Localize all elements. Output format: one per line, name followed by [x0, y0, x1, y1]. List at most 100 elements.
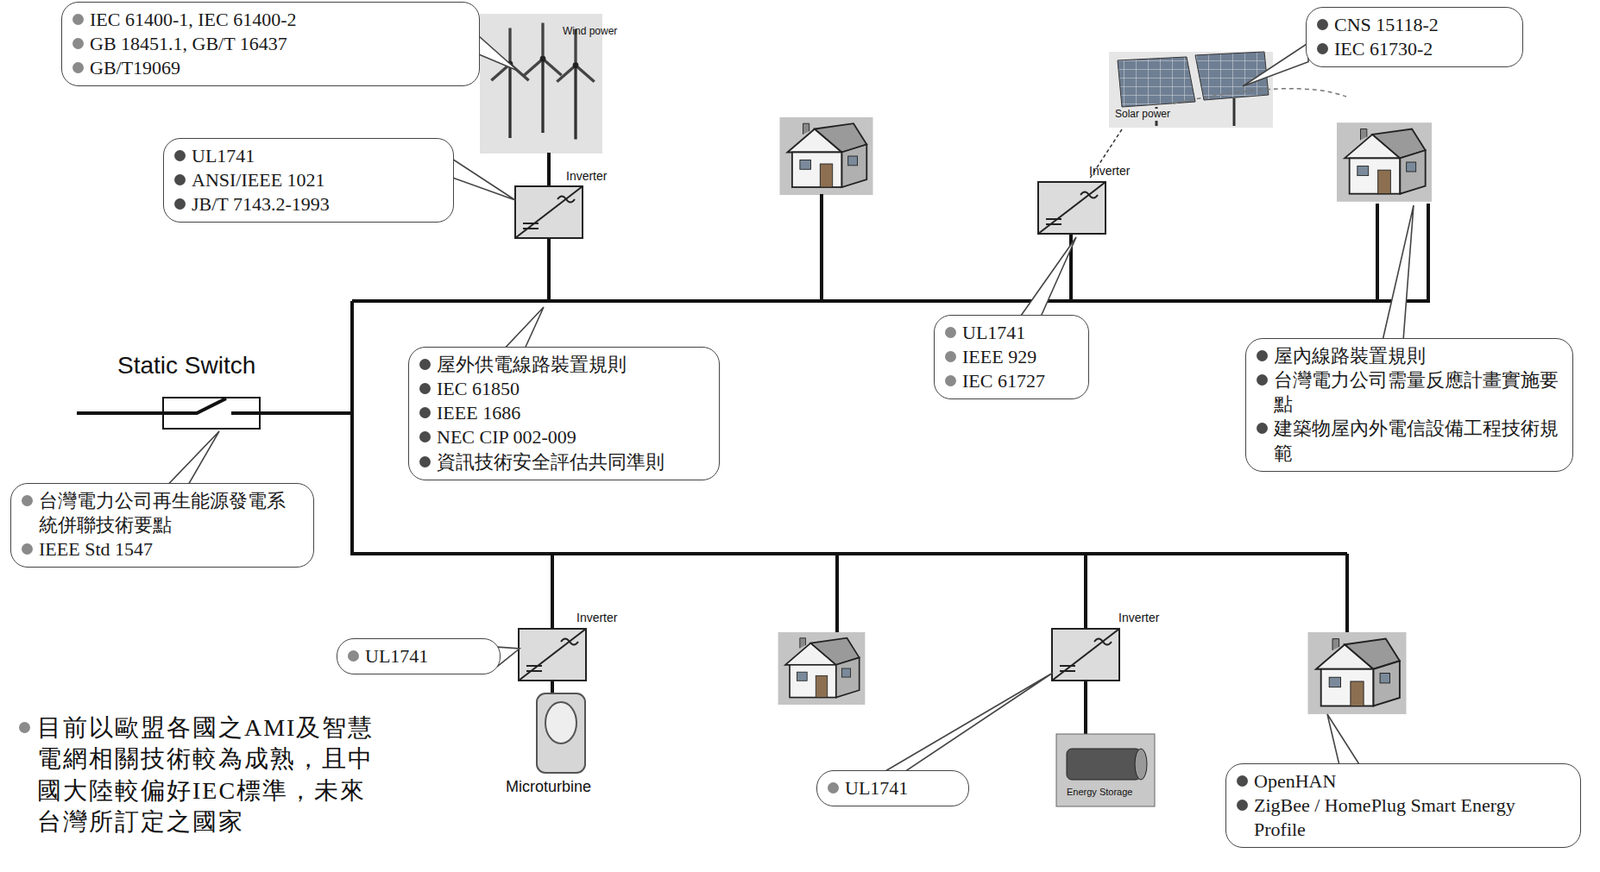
standard-item: 台灣電力公司再生能源發電系統併聯技術要點	[21, 489, 302, 538]
standard-item: UL1741	[347, 644, 488, 669]
standard-text: IEC 61850	[436, 377, 520, 402]
microturbine-icon	[536, 693, 586, 774]
standards-callout: IEC 61400-1, IEC 61400-2GB 18451.1, GB/T…	[61, 1, 480, 87]
standard-text: GB 18451.1, GB/T 16437	[89, 31, 288, 57]
standard-text: 建築物屋內外電信設備工程技術規範	[1273, 416, 1561, 466]
bullet-dot	[72, 62, 84, 74]
house-icon	[1336, 122, 1432, 202]
label-text: Inverter	[566, 169, 607, 183]
standard-item: IEC 61850	[419, 377, 707, 402]
standard-text: UL1741	[844, 776, 908, 801]
standard-item: ZigBee / HomePlug Smart Energy Profile	[1236, 793, 1569, 843]
bullet-dot	[419, 456, 431, 468]
label-text: Inverter	[576, 611, 618, 625]
standard-text: IEC 61730-2	[1334, 37, 1433, 62]
diagram-label: 目前以歐盟各國之AMI及智慧電網相關技術較為成熟，且中國大陸較偏好IEC標準，未…	[18, 712, 380, 839]
callout-tail	[477, 34, 518, 71]
callout-tail	[451, 157, 516, 201]
diagram-label: Wind power	[562, 25, 618, 38]
wind-turbine	[523, 23, 561, 134]
diagram-label: Energy Storage	[1066, 787, 1133, 799]
standard-item: CNS 15118-2	[1316, 12, 1511, 38]
bullet-dot	[18, 722, 31, 734]
house-drop	[1345, 554, 1349, 633]
standard-text: NEC CIP 002-009	[436, 425, 577, 450]
standard-text: IEC 61727	[962, 369, 1046, 394]
wind-turbine	[491, 28, 529, 139]
bus-wiring	[76, 152, 1429, 735]
inverter-symbol	[1038, 182, 1106, 234]
bullet-dot	[419, 383, 431, 395]
label-text: Static Switch	[117, 352, 256, 379]
house-drop	[819, 194, 824, 302]
standard-text: ANSI/IEEE 1021	[191, 168, 326, 193]
bullet-dot	[174, 198, 186, 210]
callout-tail	[503, 307, 544, 350]
bullet-dot	[1256, 350, 1268, 362]
standard-item: IEC 61730-2	[1316, 37, 1511, 62]
bullet-dot	[72, 13, 84, 26]
standard-item: GB/T19069	[72, 56, 467, 81]
static-switch	[129, 397, 294, 429]
label-text: Energy Storage	[1066, 787, 1133, 798]
callout-tail	[1242, 43, 1309, 87]
standard-text: 屋外供電線路裝置規則	[436, 352, 627, 378]
inverter-symbol	[1051, 629, 1120, 681]
standard-item: JB/T 7143.2-1993	[174, 192, 441, 217]
dashed-curve	[1173, 88, 1347, 104]
diagram-label: Solar power	[1114, 108, 1171, 121]
standard-text: 台灣電力公司需量反應計畫實施要點	[1273, 368, 1561, 417]
diagram-label: Inverter	[566, 169, 607, 183]
standard-text: OpenHAN	[1253, 769, 1336, 794]
solar-photo	[1108, 51, 1273, 128]
solar-panel	[1117, 56, 1196, 108]
standards-callout: UL1741	[816, 770, 970, 807]
callout-tail	[1382, 205, 1414, 341]
house-icon	[1308, 632, 1407, 715]
wind-turbine	[556, 29, 594, 140]
callout-tail	[167, 431, 220, 486]
standard-item: 屋內線路裝置規則	[1256, 344, 1561, 369]
upper-bus	[352, 203, 1429, 302]
diagram-label: Static Switch	[117, 352, 256, 380]
inverter-symbol	[518, 629, 586, 681]
bullet-dot	[72, 37, 84, 50]
bullet-dot	[419, 431, 431, 443]
standard-text: ZigBee / HomePlug Smart Energy Profile	[1253, 793, 1569, 843]
standard-text: GB/T19069	[89, 56, 181, 81]
standard-text: CNS 15118-2	[1334, 12, 1439, 38]
standards-callout: OpenHANZigBee / HomePlug Smart Energy Pr…	[1225, 763, 1582, 849]
bullet-dot	[174, 150, 186, 162]
standard-item: IEC 61727	[944, 369, 1077, 394]
standards-callout: 屋內線路裝置規則台灣電力公司需量反應計畫實施要點建築物屋內外電信設備工程技術規範	[1245, 338, 1574, 473]
standard-text: 資訊技術安全評估共同準則	[436, 450, 665, 475]
bullet-dot	[944, 327, 957, 339]
bullet-dot	[1316, 43, 1329, 55]
callout-tail	[1327, 714, 1361, 767]
bullet-dot	[827, 782, 839, 794]
callout-tail	[497, 647, 520, 667]
standard-text: JB/T 7143.2-1993	[191, 192, 330, 217]
bullet-dot	[1256, 374, 1268, 386]
standard-item: 資訊技術安全評估共同準則	[419, 450, 707, 475]
label-text: Inverter	[1089, 163, 1130, 178]
diagram-label: Inverter	[576, 611, 618, 625]
label-text: Solar power	[1114, 107, 1171, 120]
callout-tail	[1020, 237, 1077, 318]
battery-icon	[1056, 734, 1155, 807]
standard-text: IEC 61400-1, IEC 61400-2	[89, 7, 297, 32]
standard-item: IEEE 1686	[419, 401, 707, 426]
bullet-dot	[347, 650, 360, 662]
diagram-label: Inverter	[1118, 611, 1160, 625]
bullet-dot	[419, 407, 431, 419]
standard-text: UL1741	[365, 644, 429, 669]
standard-item: 屋外供電線路裝置規則	[419, 352, 707, 378]
standards-callout: UL1741ANSI/IEEE 1021JB/T 7143.2-1993	[163, 138, 454, 223]
standard-text: IEEE Std 1547	[38, 537, 153, 562]
label-text: Microturbine	[505, 778, 592, 796]
standard-item: UL1741	[827, 776, 957, 801]
inverter-symbol	[515, 186, 583, 239]
label-text: Inverter	[1118, 611, 1160, 625]
standard-text: IEEE 1686	[436, 401, 521, 426]
bullet-dot	[1236, 800, 1248, 812]
